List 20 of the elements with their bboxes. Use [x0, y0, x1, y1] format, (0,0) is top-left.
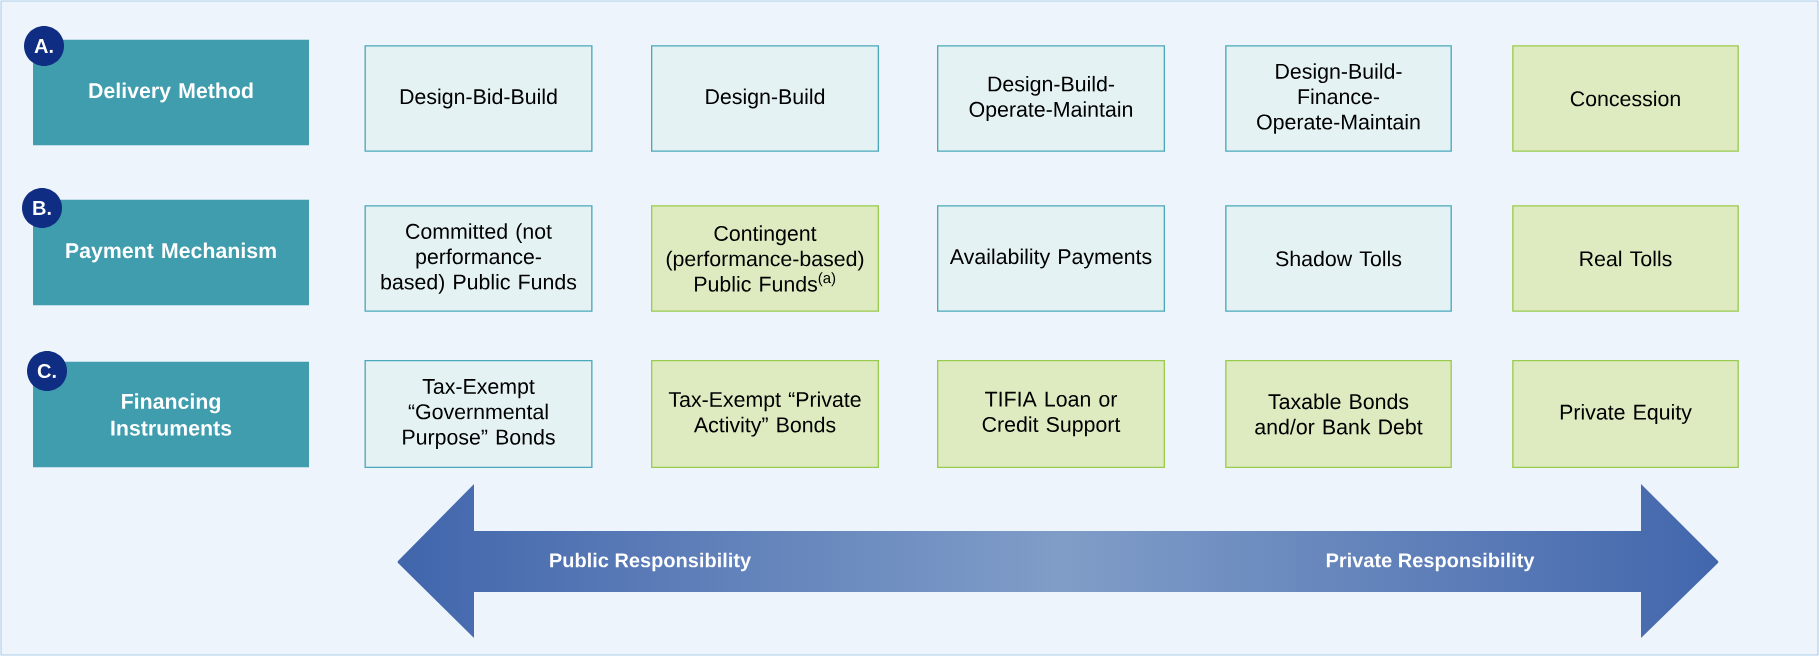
option-box: Real Tolls: [1512, 205, 1739, 312]
option-box: Contingent (performance-based) Public Funds$^{(a)}$: [651, 205, 879, 312]
letter-badge: A.: [24, 26, 64, 66]
option-box: Taxable Bonds and/or Bank Debt: [1225, 360, 1452, 468]
option-box: Availability Payments: [937, 205, 1165, 312]
option-box: Tax-Exempt “Private Activity” Bonds: [651, 360, 879, 468]
arrow-label: Public Responsibility: [550, 552, 752, 572]
option-box: TIFIA Loan or Credit Support: [937, 360, 1165, 468]
letter-badge: B.: [22, 188, 62, 228]
option-box: Private Equity: [1512, 360, 1739, 468]
option-box: Concession: [1512, 45, 1739, 152]
letter-badge: C.: [27, 351, 67, 391]
option-box: Committed (not performance-based) Public Funds: [364, 205, 593, 312]
option-box: Design-Build-Finance-Operate-Maintain: [1225, 45, 1452, 152]
option-box: Design-Bid-Build: [364, 45, 593, 152]
arrow-label: Private Responsibility: [1326, 552, 1535, 572]
option-box: Shadow Tolls: [1225, 205, 1452, 312]
option-box: Design-Build: [651, 45, 879, 152]
option-box: Design-Build-Operate-Maintain: [937, 45, 1165, 152]
option-box: Tax-Exempt “Governmental Purpose” Bonds: [364, 360, 593, 468]
